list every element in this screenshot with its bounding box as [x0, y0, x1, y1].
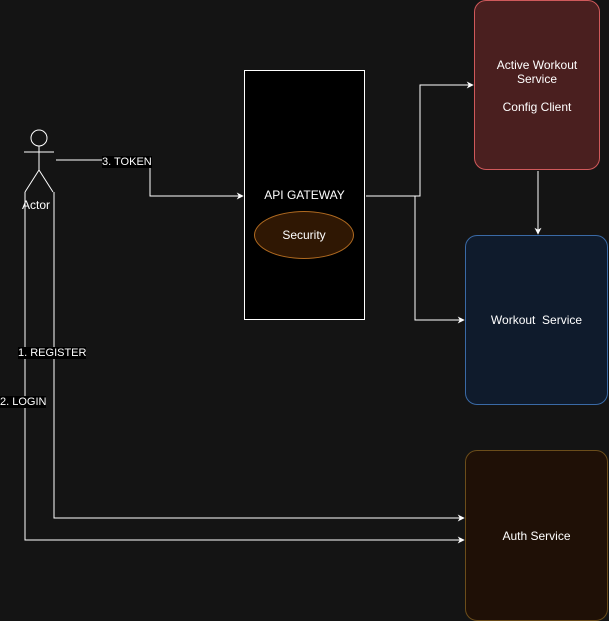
security-node[interactable]: Security	[254, 211, 354, 259]
workout-service-label: Workout Service	[490, 313, 583, 327]
edge-gateway-to-workout	[366, 195, 465, 324]
active-workout-service-node[interactable]: Active Workout Service Config Client	[474, 0, 600, 170]
edge-login	[24, 192, 465, 544]
actor-label: Actor	[22, 198, 51, 212]
auth-service-label: Auth Service	[502, 528, 571, 543]
edge-label-login: 2. LOGIN	[0, 396, 47, 408]
api-gateway-label: API GATEWAY	[264, 188, 345, 202]
security-label: Security	[282, 228, 326, 242]
auth-service-node[interactable]: Auth Service	[465, 450, 608, 621]
api-gateway-node[interactable]: API GATEWAY	[244, 70, 365, 320]
edge-register	[53, 192, 465, 522]
workout-service-node[interactable]: Workout Service	[465, 235, 608, 405]
actor-icon	[24, 129, 54, 193]
active-workout-service-label: Active Workout Service Config Client	[496, 58, 578, 114]
edge-label-register: 1. REGISTER	[18, 347, 87, 359]
edge-label-token: 3. TOKEN	[102, 156, 152, 168]
edge-gateway-to-active-workout	[366, 81, 474, 197]
